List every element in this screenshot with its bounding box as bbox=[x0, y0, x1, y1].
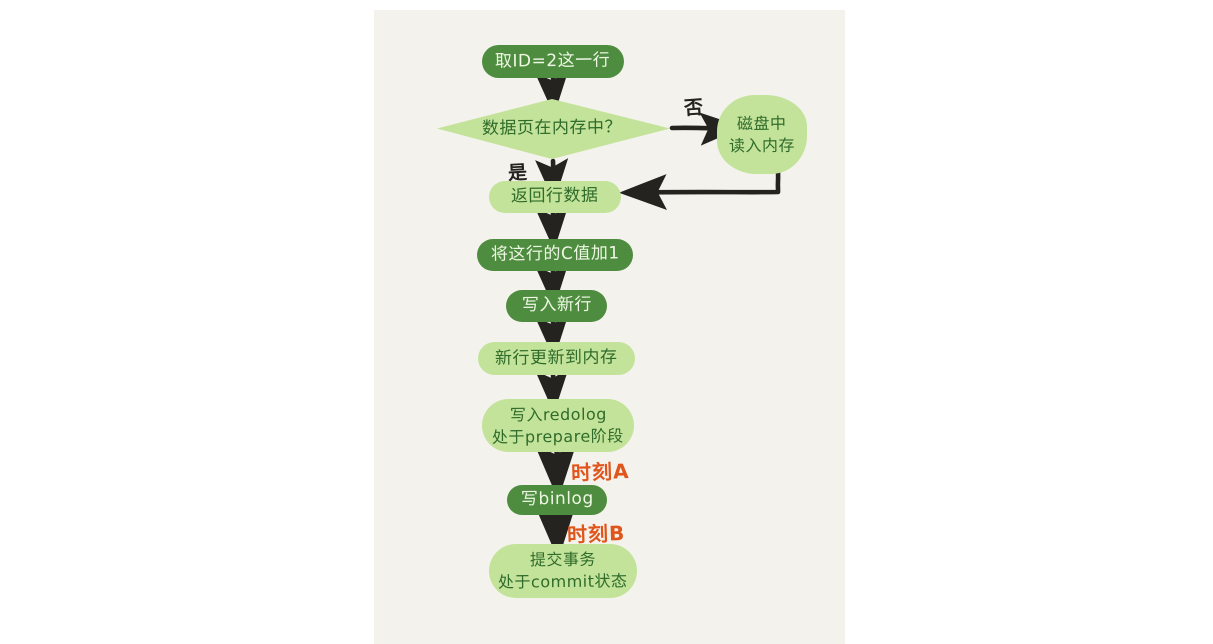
node-write-new-row: 写入新行 bbox=[506, 290, 607, 322]
node-write-binlog-label: 写binlog bbox=[520, 488, 594, 510]
node-commit-txn-line2: 处于commit状态 bbox=[498, 571, 628, 592]
node-page-in-memory: 数据页在内存中？ bbox=[452, 112, 652, 146]
node-write-redolog-line1: 写入redolog bbox=[509, 404, 607, 425]
node-read-from-disk-line1: 磁盘中 bbox=[737, 113, 787, 134]
node-commit-txn-line1: 提交事务 bbox=[529, 550, 597, 570]
node-increment-c: 将这行的C值加1 bbox=[477, 239, 633, 271]
node-fetch-row-label: 取ID=2这一行 bbox=[495, 50, 611, 72]
node-read-from-disk-line2: 读入内存 bbox=[728, 135, 796, 155]
node-read-from-disk: 磁盘中 读入内存 bbox=[717, 95, 807, 174]
moment-label-b: 时刻B bbox=[566, 520, 626, 548]
node-increment-c-label: 将这行的C值加1 bbox=[490, 243, 620, 266]
node-fetch-row: 取ID=2这一行 bbox=[482, 45, 624, 78]
edge-label-no: 否 bbox=[683, 96, 704, 120]
moment-label-a: 时刻A bbox=[570, 458, 630, 486]
node-update-memory: 新行更新到内存 bbox=[478, 342, 635, 375]
node-write-new-row-label: 写入新行 bbox=[521, 295, 592, 316]
node-update-memory-label: 新行更新到内存 bbox=[495, 347, 618, 369]
node-page-in-memory-label: 数据页在内存中？ bbox=[481, 117, 623, 140]
node-commit-txn: 提交事务 处于commit状态 bbox=[489, 544, 637, 598]
node-return-row-label: 返回行数据 bbox=[511, 185, 599, 207]
node-write-redolog: 写入redolog 处于prepare阶段 bbox=[482, 399, 634, 452]
node-write-redolog-line2: 处于prepare阶段 bbox=[492, 425, 624, 447]
node-write-binlog: 写binlog bbox=[507, 485, 607, 515]
edge-label-yes: 是 bbox=[507, 161, 528, 185]
node-return-row: 返回行数据 bbox=[489, 181, 621, 213]
